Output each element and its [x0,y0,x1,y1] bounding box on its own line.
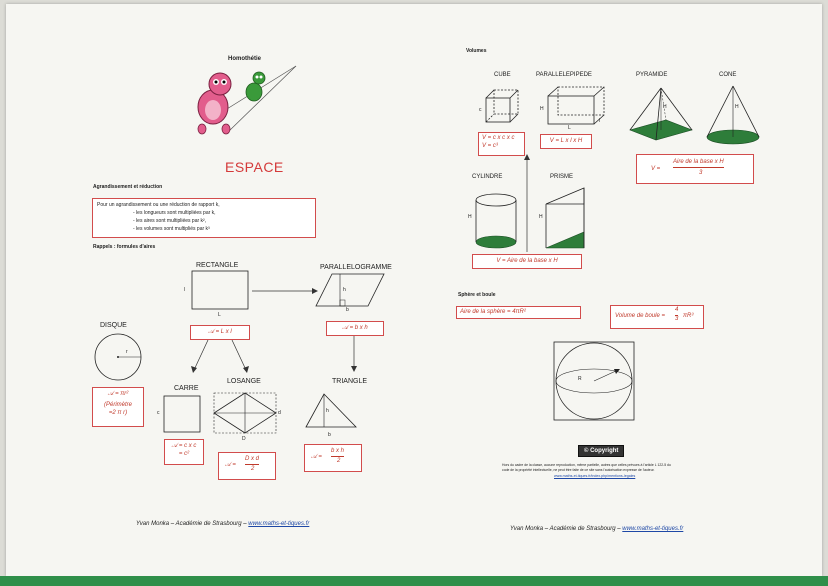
prism-H: H [539,214,543,220]
sphere-title: Sphère et boule [458,292,496,298]
sphere-shape [553,341,635,421]
cube-shape [485,89,519,123]
cylinder-shape [475,193,517,249]
triangle-formula-box: 𝒜 = b x h 2 [304,444,362,472]
square-title: CARRE [174,385,199,392]
cone-title: CONE [719,72,737,78]
disk-r: r [126,349,128,355]
cylinder-title: CYLINDRE [472,174,503,180]
triangle-formula-num: b x h [331,448,345,457]
agrandissement-line: - les longueurs sont multipliées par k, [133,210,216,216]
ball-volume-formula-box: Volume de boule = 4 3 πR³ [610,305,704,329]
background-edge [0,576,828,586]
triangle-title: TRIANGLE [332,378,368,385]
cuboid-shape [547,86,605,125]
right-footer: Yvan Monka – Académie de Strasbourg – ww… [510,526,683,532]
drawings [94,65,760,434]
rhombus-d: d [278,410,281,416]
turtle-mascot-icon [197,65,297,135]
pyramid-title: PYRAMIDE [636,72,668,78]
rhombus-formula-den: 2 [251,466,255,472]
pyramid-cone-formula-prefix: V = [651,166,661,172]
disk-perimeter-2: =2 π r) [108,409,128,416]
cuboid-H: H [540,106,544,112]
rhombus-formula-num: D x d [245,456,260,465]
cone-shape [706,85,760,145]
right-footer-author: Yvan Monka – Académie de Strasbourg – [510,526,623,532]
cone-H: H [735,104,739,110]
agrandissement-title: Agrandissement et réduction [93,184,163,190]
cuboid-formula: V = L x l x H [540,134,592,149]
triangle-shape [305,393,357,428]
cube-formula-1: V = c x c x c [482,135,515,141]
left-footer-author: Yvan Monka – Académie de Strasbourg – [136,521,249,527]
document-page: Homothétie [6,4,822,576]
copyright-text-2: code de la propriété intellectuelle, ne … [502,468,655,472]
square-shape [163,395,201,433]
rectangle-side-L: L [218,312,221,318]
cube-c: c [479,107,482,113]
pyramid-cone-formula-box: V = Aire de la base x H 3 [636,154,754,184]
ball-volume-suffix: πR³ [683,313,694,319]
cuboid-l: l [599,118,601,124]
cube-title: CUBE [494,72,511,78]
parallelogram-formula: 𝒜 = b x h [326,321,384,336]
cube-formula-box: V = c x c x c V = c³ [478,132,525,156]
square-formula-2: = c² [178,450,190,457]
left-footer: Yvan Monka – Académie de Strasbourg – ww… [136,521,309,527]
left-footer-link[interactable]: www.maths-et-tiques.fr [248,521,310,527]
homothetie-title: Homothétie [228,56,261,62]
volumes-title: Volumes [466,48,487,54]
rhombus-formula-prefix: 𝒜 = [225,462,236,468]
prism-shape [545,187,585,249]
rhombus-title: LOSANGE [227,378,261,385]
parallelogram-title: PARALLELOGRAMME [320,264,392,271]
rappels-title: Rappels : formules d'aires [93,244,156,250]
rhombus-D: D [242,436,246,442]
square-formula-1: 𝒜 = c x c [171,443,197,449]
parallelogram-b: b [346,307,349,313]
copyright-text-1: Hors du cadre de la classe, aucune repro… [502,463,671,467]
pyramid-cone-formula-den: 3 [699,170,703,176]
square-formula-box: 𝒜 = c x c = c² [164,439,204,465]
agrandissement-line: - les aires sont multipliées par k², [133,218,207,224]
agrandissement-box: Pour un agrandissement ou une réduction … [92,198,316,238]
rectangle-title: RECTANGLE [196,262,239,269]
parallelogram-shape [315,273,385,307]
disk-formula-box: 𝒜 = πr² (Périmètre =2 π r) [92,387,144,427]
agrandissement-line: Pour un agrandissement ou une réduction … [97,202,220,208]
page-title: ESPACE [225,159,284,175]
rhombus-formula-box: 𝒜 = D x d 2 [218,452,276,480]
disk-formula: 𝒜 = πr² [107,391,129,397]
cuboid-title: PARALLELEPIPEDE [536,72,592,78]
disk-title: DISQUE [100,322,127,329]
square-c: c [157,410,160,416]
rectangle-shape [191,270,249,310]
triangle-h: h [326,408,329,414]
triangle-formula-den: 2 [337,458,341,464]
agrandissement-line: - les volumes sont multipliés par k³ [133,226,210,232]
copyright-badge: © Copyright [578,445,625,457]
triangle-formula-prefix: 𝒜 = [311,454,322,460]
ball-volume-prefix: Volume de boule = [615,313,665,319]
cylinder-H: H [468,214,472,220]
rectangle-side-l: l [184,287,186,293]
right-footer-link[interactable]: www.maths-et-tiques.fr [622,526,684,532]
cube-formula-2: V = c³ [482,142,498,149]
disk-perimeter-1: (Périmètre [103,401,132,408]
sphere-area-formula: Aire de la sphère = 4πR² [456,306,581,319]
ball-volume-num: 4 [675,307,679,316]
pyramid-H: H [663,104,667,110]
rectangle-formula: 𝒜 = L x l [190,325,250,340]
ball-volume-den: 3 [675,316,679,322]
sphere-R: R [578,376,582,382]
pyramid-cone-formula-num: Aire de la base x H [673,159,724,168]
copyright-link[interactable]: www.maths-et-tiques.fr/index.php/mention… [554,474,636,478]
cylinder-prism-formula: V = Aire de la base x H [472,254,582,269]
triangle-b: b [328,432,331,438]
parallelogram-h: h [343,287,346,293]
prism-title: PRISME [550,174,574,180]
cuboid-L: L [568,125,571,131]
pyramid-shape [629,87,693,141]
